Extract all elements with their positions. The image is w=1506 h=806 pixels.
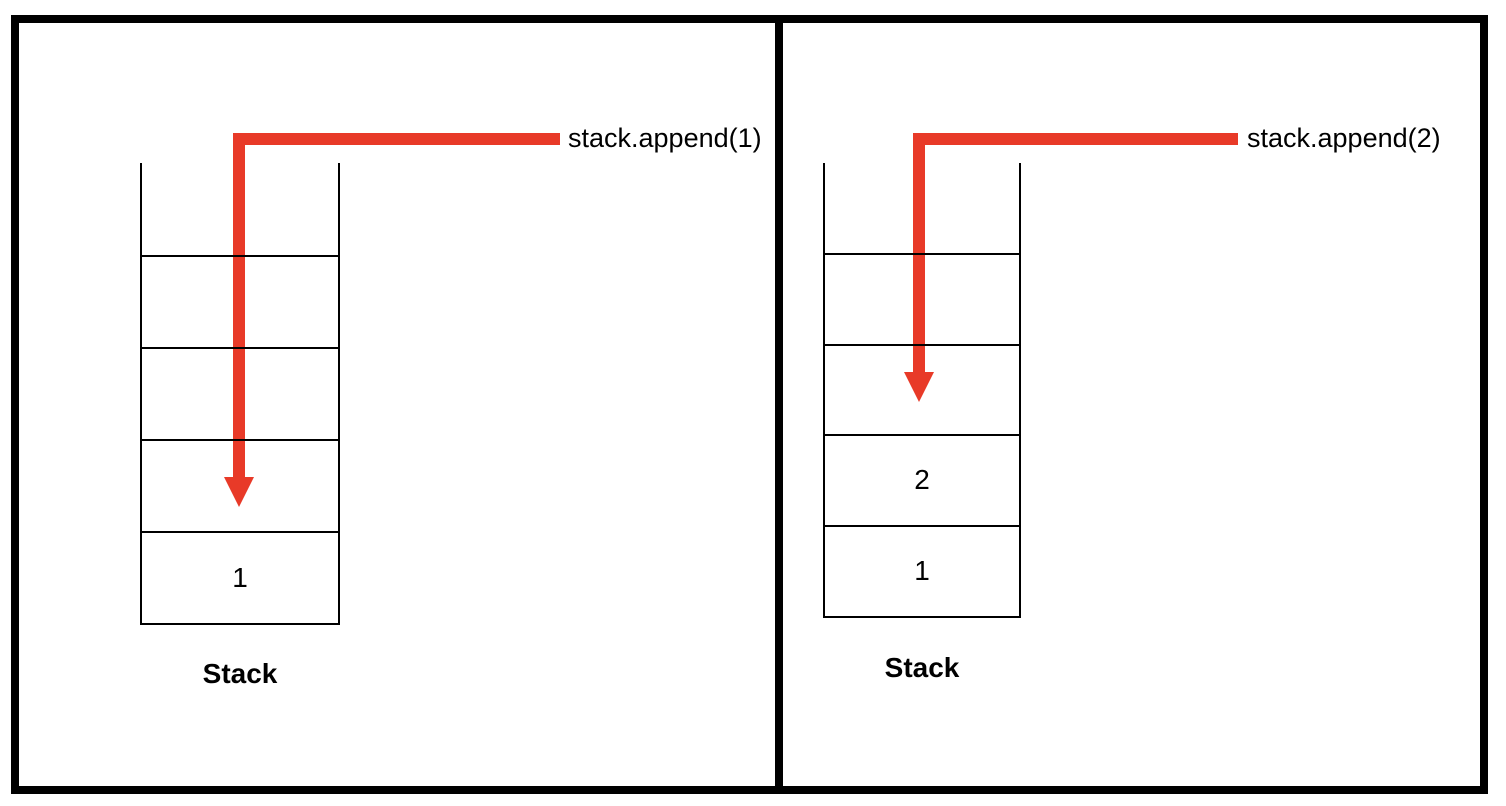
stack-right-opening: [825, 163, 1019, 253]
stack-left-title: Stack: [202, 658, 278, 689]
stack-left-cell-2: [142, 347, 338, 439]
stack-left-cell-1: [142, 255, 338, 347]
panel-divider: [775, 15, 783, 794]
stack-container-right: 2 1: [823, 163, 1021, 618]
append-1-arrow-vertical-segment: [233, 133, 245, 477]
stack-right-cell-3: 2: [825, 434, 1019, 525]
stack-right-cell-4: 1: [825, 524, 1019, 616]
append-1-arrow-head-icon: [224, 477, 254, 507]
stack-right-cell-1: [825, 253, 1019, 344]
append-2-arrow-vertical-segment: [913, 133, 925, 372]
append-2-arrow-head-icon: [904, 372, 934, 402]
stack-container-left: 1: [140, 163, 340, 625]
append-2-arrow-horizontal-segment: [913, 133, 1238, 145]
stack-left-cell-4: 1: [142, 531, 338, 623]
append-2-call-label: stack.append(2): [1247, 123, 1441, 153]
stack-right-cell-2: [825, 343, 1019, 435]
outer-frame: [11, 15, 1488, 794]
append-1-arrow-horizontal-segment: [233, 133, 560, 145]
append-1-call-label: stack.append(1): [568, 123, 762, 153]
stack-left-cell-3: [142, 439, 338, 531]
stack-right-title: Stack: [884, 652, 960, 683]
